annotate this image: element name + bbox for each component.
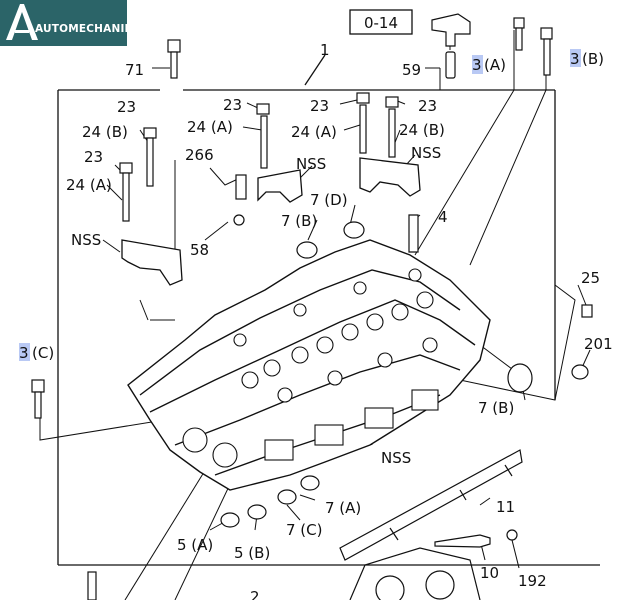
label-nss-mid: NSS bbox=[296, 155, 326, 173]
label-part-7c: 7 (C) bbox=[286, 521, 323, 539]
label-part-23-a: 23 bbox=[117, 98, 136, 116]
label-part-25: 25 bbox=[581, 269, 600, 287]
label-nss-left: NSS bbox=[71, 231, 101, 249]
reference-box bbox=[349, 9, 413, 35]
dowel-pin-59 bbox=[445, 51, 456, 79]
seal-rings bbox=[220, 214, 593, 528]
label-part-3c-number: 3 bbox=[19, 344, 29, 362]
bottom-stud bbox=[87, 571, 97, 600]
label-part-3a-number: 3 bbox=[472, 56, 482, 74]
label-part-24a-left: 24 (A) bbox=[66, 176, 112, 194]
label-part-3b-number: 3 bbox=[570, 50, 580, 68]
label-part-5b: 5 (B) bbox=[234, 544, 270, 562]
label-part-7d: 7 (D) bbox=[310, 191, 348, 209]
label-part-24b-left: 24 (B) bbox=[82, 123, 128, 141]
label-part-3c-suffix: (C) bbox=[32, 344, 54, 362]
bolt-3c bbox=[31, 379, 45, 419]
label-part-201: 201 bbox=[584, 335, 613, 353]
label-part-23-c: 23 bbox=[223, 96, 242, 114]
label-part-192: 192 bbox=[518, 572, 547, 590]
label-part-3a-suffix: (A) bbox=[484, 56, 506, 74]
brand-logo: AUTOMECHANIKA bbox=[0, 0, 141, 46]
label-part-266: 266 bbox=[185, 146, 214, 164]
label-part-71: 71 bbox=[125, 61, 144, 79]
label-part-23-d: 23 bbox=[310, 97, 329, 115]
label-part-11: 11 bbox=[496, 498, 515, 516]
highlight-3b bbox=[570, 49, 581, 67]
highlight-3c bbox=[19, 343, 30, 361]
logo-wordmark: AUTOMECHANIKA bbox=[35, 23, 142, 35]
glow-plug-10 bbox=[434, 534, 491, 548]
label-part-10: 10 bbox=[480, 564, 499, 582]
label-part-24a-mid: 24 (A) bbox=[187, 118, 233, 136]
label-part-5a: 5 (A) bbox=[177, 536, 213, 554]
label-part-4: 4 bbox=[438, 208, 448, 226]
studs-and-nuts bbox=[119, 92, 399, 226]
label-part-7b-right: 7 (B) bbox=[478, 399, 514, 417]
gasket-11 bbox=[339, 449, 523, 561]
label-part-2: 2 bbox=[250, 588, 260, 600]
highlight-3a bbox=[472, 55, 483, 74]
label-part-7a: 7 (A) bbox=[325, 499, 361, 517]
logo-a-icon bbox=[6, 4, 38, 40]
bolt-3b bbox=[540, 27, 553, 76]
bolt-3a bbox=[513, 17, 525, 51]
label-part-1: 1 bbox=[320, 41, 330, 59]
nut-192 bbox=[506, 529, 518, 541]
label-part-59: 59 bbox=[402, 61, 421, 79]
label-part-58: 58 bbox=[190, 241, 209, 259]
head-gasket-2 bbox=[349, 547, 481, 600]
label-nss-right: NSS bbox=[411, 144, 441, 162]
head-ports bbox=[182, 268, 439, 468]
bearing-caps bbox=[121, 157, 421, 286]
label-part-3b-suffix: (B) bbox=[582, 50, 604, 68]
sensor-part bbox=[431, 13, 471, 47]
label-part-24b-right: 24 (B) bbox=[399, 121, 445, 139]
bolt-71 bbox=[167, 39, 181, 79]
label-part-7b-top: 7 (B) bbox=[281, 212, 317, 230]
reference-box-label: 0-14 bbox=[364, 14, 398, 32]
label-part-23-e: 23 bbox=[418, 97, 437, 115]
label-part-23-b: 23 bbox=[84, 148, 103, 166]
label-nss-bottom: NSS bbox=[381, 449, 411, 467]
assembly-frame bbox=[57, 54, 600, 566]
label-part-24a-right: 24 (A) bbox=[291, 123, 337, 141]
